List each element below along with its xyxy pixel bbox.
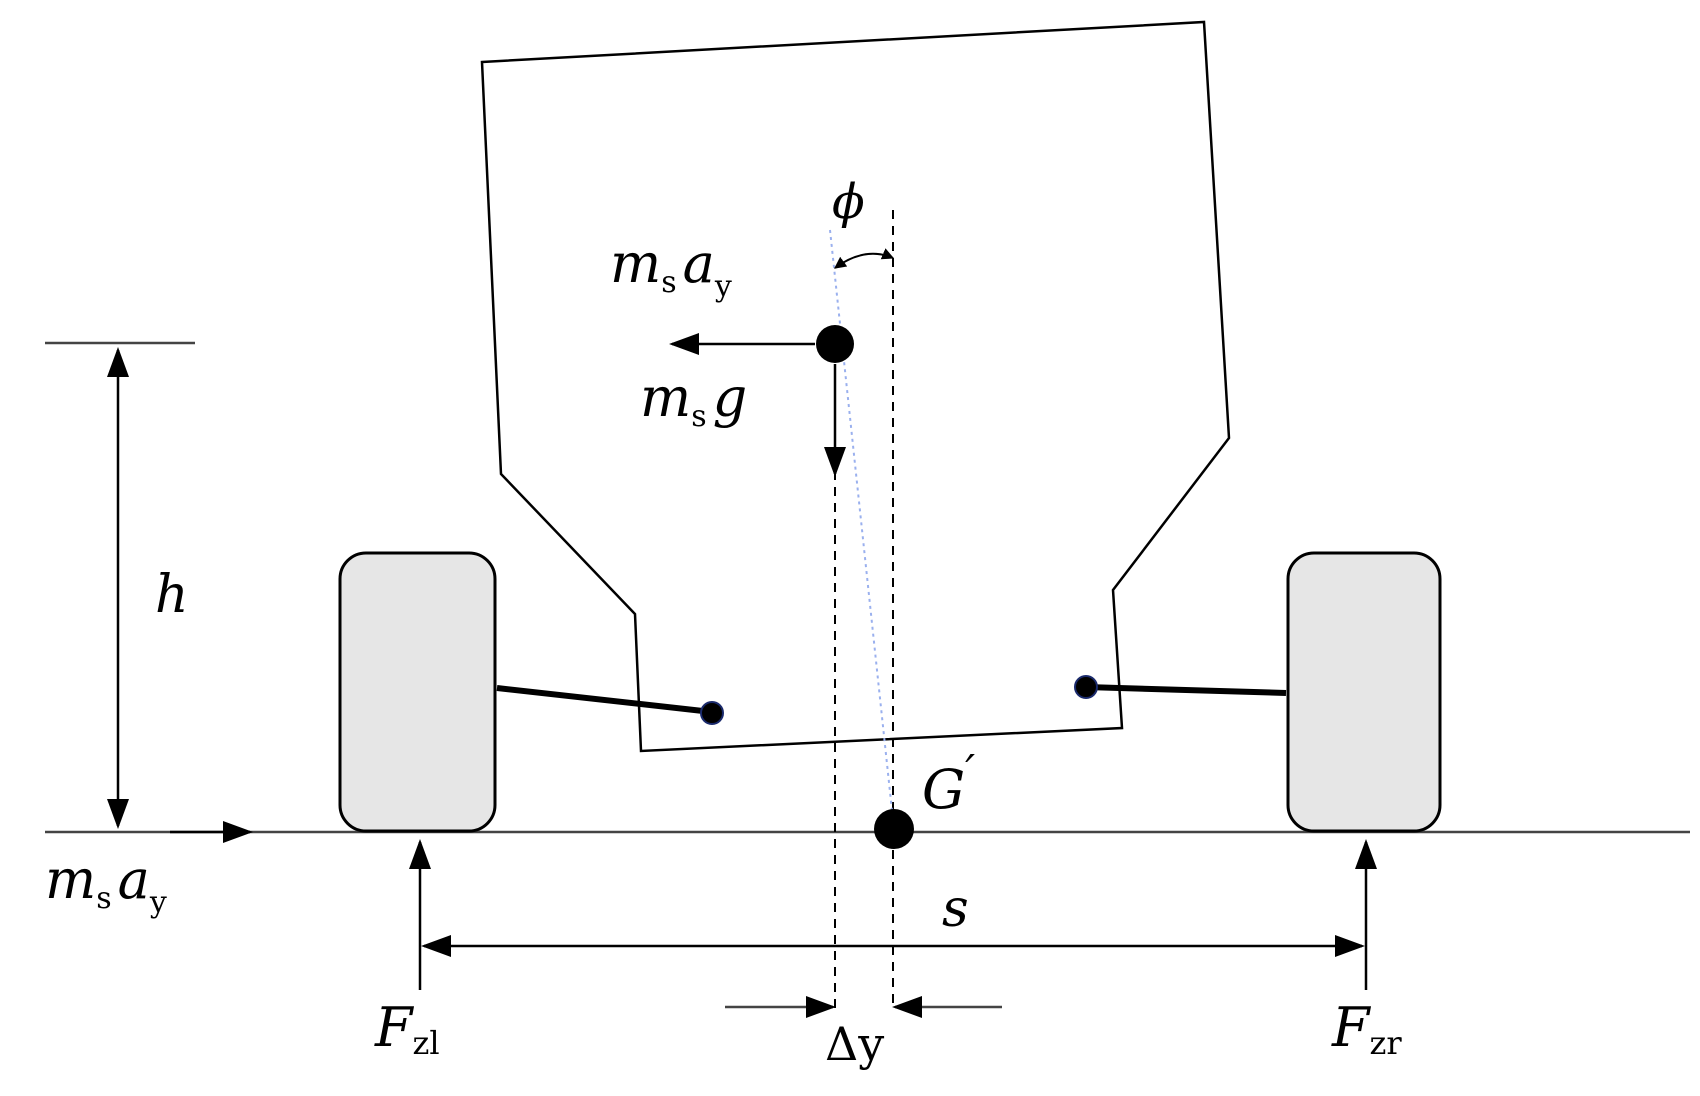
- roll-center-point: [874, 809, 914, 849]
- lateral-offset-label: Δy: [825, 1017, 884, 1071]
- right-suspension-link: [1085, 684, 1287, 696]
- right-tire: [1286, 551, 1442, 833]
- center-of-gravity: [816, 325, 854, 363]
- left-suspension-link: [496, 685, 713, 715]
- right-normal-force-label: Fzr: [1331, 996, 1402, 1062]
- height-label: h: [155, 565, 189, 625]
- track-width-label: s: [942, 879, 969, 939]
- roll-angle-arc: [834, 248, 895, 269]
- roll-angle-label: ϕ: [832, 174, 865, 230]
- vehicle-body: [480, 20, 1231, 753]
- roll-center-label: G′: [922, 746, 975, 821]
- right-pivot-point: [1074, 675, 1098, 699]
- left-pivot-point: [700, 701, 724, 725]
- left-tire: [338, 551, 497, 833]
- left-normal-force-label: Fzl: [374, 996, 440, 1062]
